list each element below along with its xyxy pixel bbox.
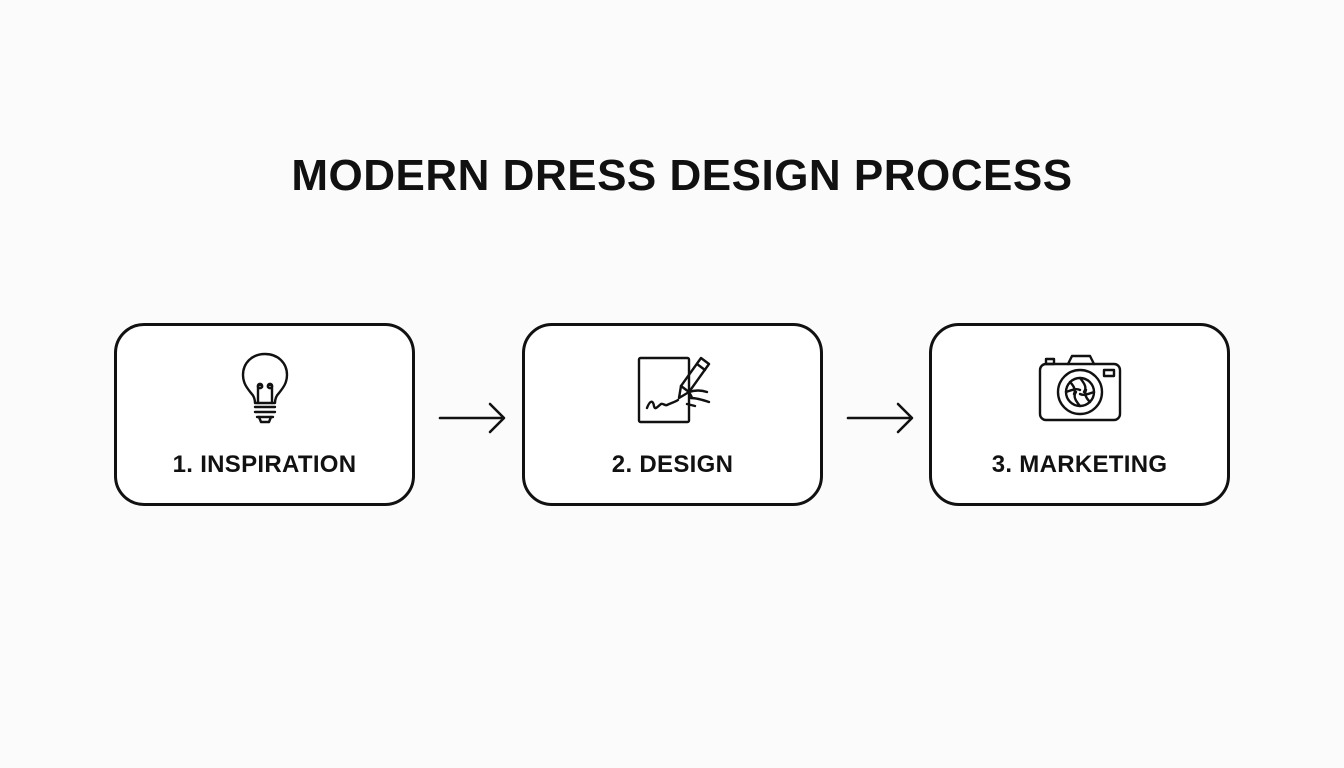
arrow-right-icon [845,398,915,438]
diagram-title: MODERN DRESS DESIGN PROCESS [291,151,1073,200]
arrow-right-icon [437,398,507,438]
pen-sketch-icon [625,348,721,428]
step-box-design: 2. DESIGN [522,323,823,506]
camera-icon [1032,348,1128,428]
step-box-inspiration: 1. INSPIRATION [114,323,415,506]
lightbulb-icon [217,348,313,428]
step-box-marketing: 3. MARKETING [929,323,1230,506]
step-label-design: 2. DESIGN [611,451,734,478]
step-label-marketing: 3. MARKETING [991,451,1168,478]
step-label-inspiration: 1. INSPIRATION [172,451,357,478]
